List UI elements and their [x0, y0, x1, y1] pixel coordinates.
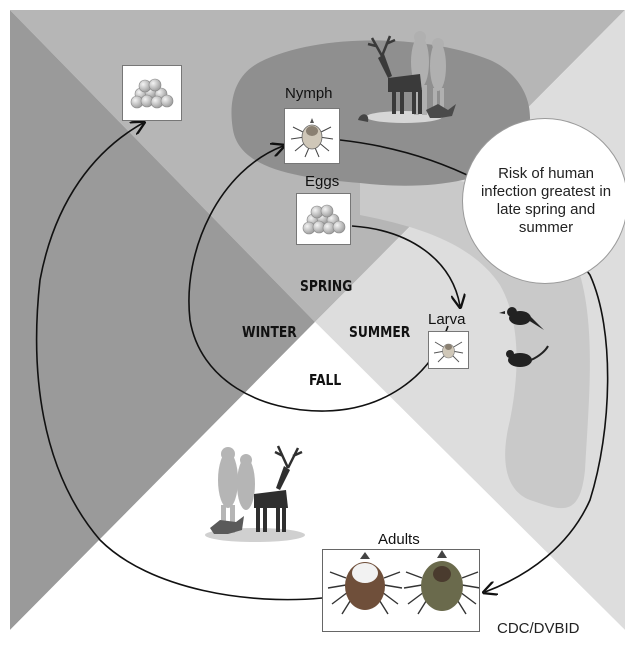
- larva-tick-icon: [433, 341, 464, 363]
- deer-fox-humans-silhouette: [205, 445, 305, 542]
- nymph-card: [284, 108, 340, 164]
- arrow-nymph-to-adults: [339, 139, 609, 592]
- season-winter: WINTER: [242, 323, 297, 341]
- risk-note: Risk of human infection greatest in late…: [480, 165, 612, 236]
- image-credit: CDC/DVBID: [497, 620, 580, 637]
- arrow-eggs-to-larva: [351, 225, 460, 306]
- mouse-icon: [506, 345, 549, 367]
- adults-card: [322, 549, 480, 632]
- bird-icon: [499, 307, 544, 330]
- eggs-label: Eggs: [305, 173, 340, 190]
- eggs-cluster-icon: [130, 78, 174, 109]
- nymph-tick-icon: [290, 118, 334, 158]
- risk-circle: [462, 118, 625, 284]
- quadrant-winter: [10, 10, 315, 630]
- arrow-fall-to-nymph: [188, 146, 449, 412]
- nymph-label: Nymph: [285, 85, 333, 102]
- larva-card: [428, 331, 469, 369]
- eggs-card: [296, 193, 351, 245]
- eggs-cluster-icon: [302, 204, 346, 235]
- adults-label: Adults: [378, 531, 420, 548]
- season-spring: SPRING: [300, 277, 353, 295]
- arrow-adults-to-eggs: [35, 123, 323, 601]
- cycle-arrows: [35, 123, 609, 601]
- season-fall: FALL: [309, 371, 342, 389]
- deer-and-humans-silhouette: [358, 31, 456, 123]
- adult-ticks-icon: [327, 550, 481, 615]
- season-summer: SUMMER: [349, 323, 411, 341]
- eggs-card-top-left: [122, 65, 182, 121]
- larva-label: Larva: [428, 311, 466, 328]
- quadrant-fall: [10, 322, 625, 630]
